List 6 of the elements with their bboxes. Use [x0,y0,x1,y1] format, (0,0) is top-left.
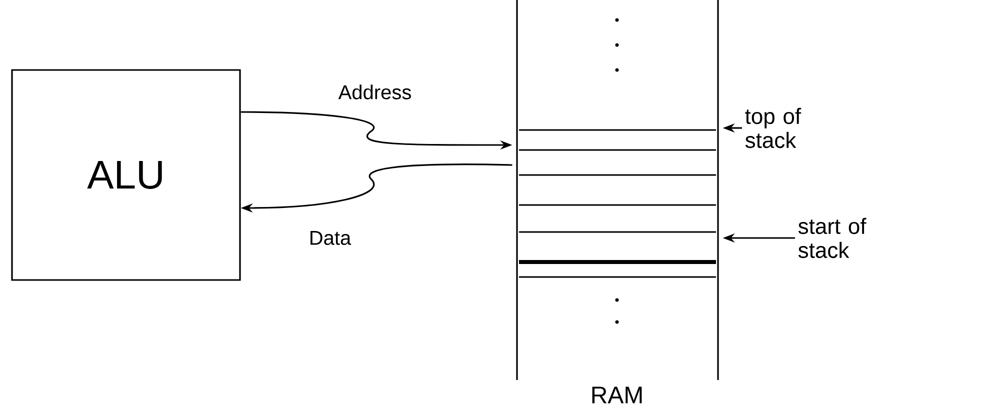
memory-label: RAM [592,386,642,404]
edge-label: Address [337,84,413,100]
edge-label: Data [308,230,352,246]
annotation-text: top of stack [745,108,802,148]
annotation-text: start of stack [798,218,866,258]
process-box: ALU [11,69,241,281]
